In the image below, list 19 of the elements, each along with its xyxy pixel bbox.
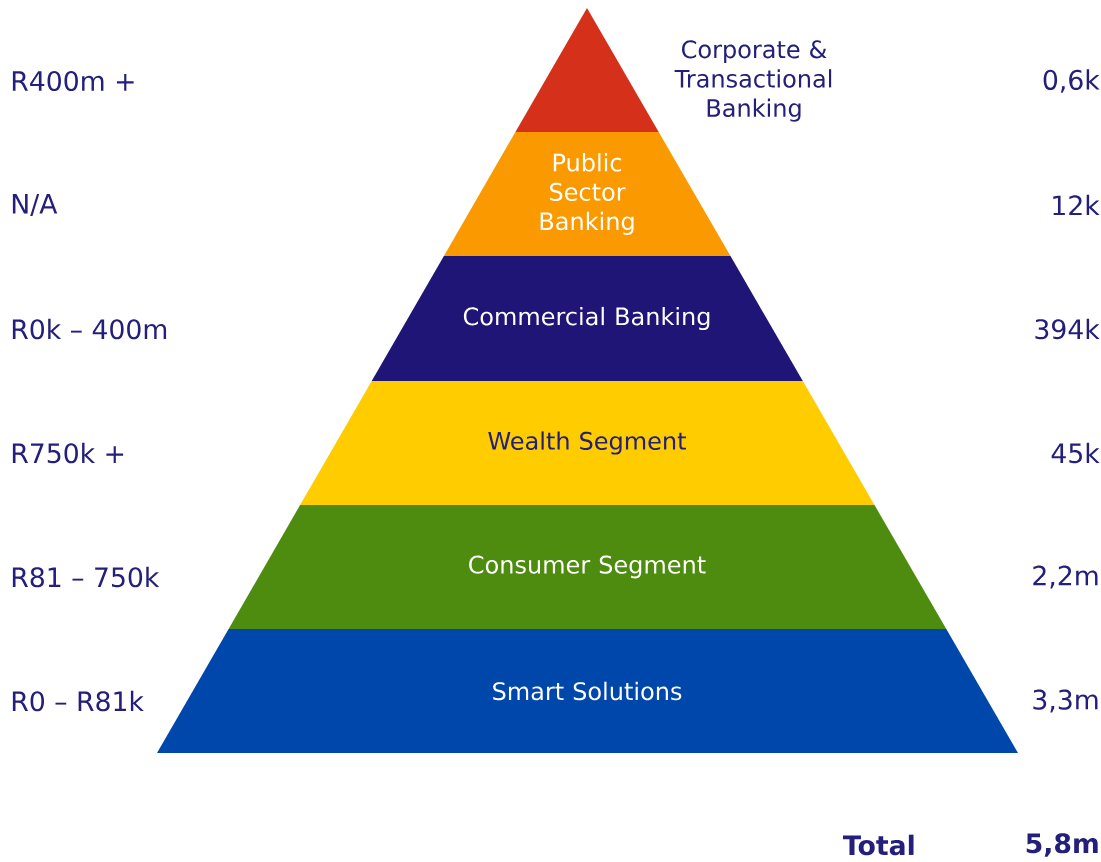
count-label: 12k: [1053, 194, 1100, 216]
range-label: R0k – 400m: [12, 318, 167, 340]
range-label: R81 – 750k: [12, 566, 160, 588]
total-label: Total: [843, 834, 914, 856]
count-label: 0,6k: [1043, 69, 1100, 93]
pyramid-band: Wealth Segment: [300, 381, 875, 505]
range-label: R400m +: [12, 70, 134, 92]
pyramid-band: Consumer Segment: [228, 505, 947, 629]
range-label: R750k +: [12, 442, 124, 464]
pyramid-band: Commercial Banking: [371, 256, 803, 381]
pyramid-band: Smart Solutions: [157, 629, 1018, 753]
node-label: Corporate & Transactional Banking: [674, 40, 832, 122]
count-label: 45k: [1051, 442, 1100, 464]
pyramid-band: Corporate & Transactional Banking: [515, 8, 832, 132]
pyramid-band: Public Sector Banking: [443, 132, 731, 256]
count-label: 394k: [1035, 318, 1100, 340]
total-label: 5,8m: [1026, 833, 1098, 857]
range-label: N/A: [12, 194, 58, 216]
count-label: 2,2m: [1033, 565, 1098, 589]
